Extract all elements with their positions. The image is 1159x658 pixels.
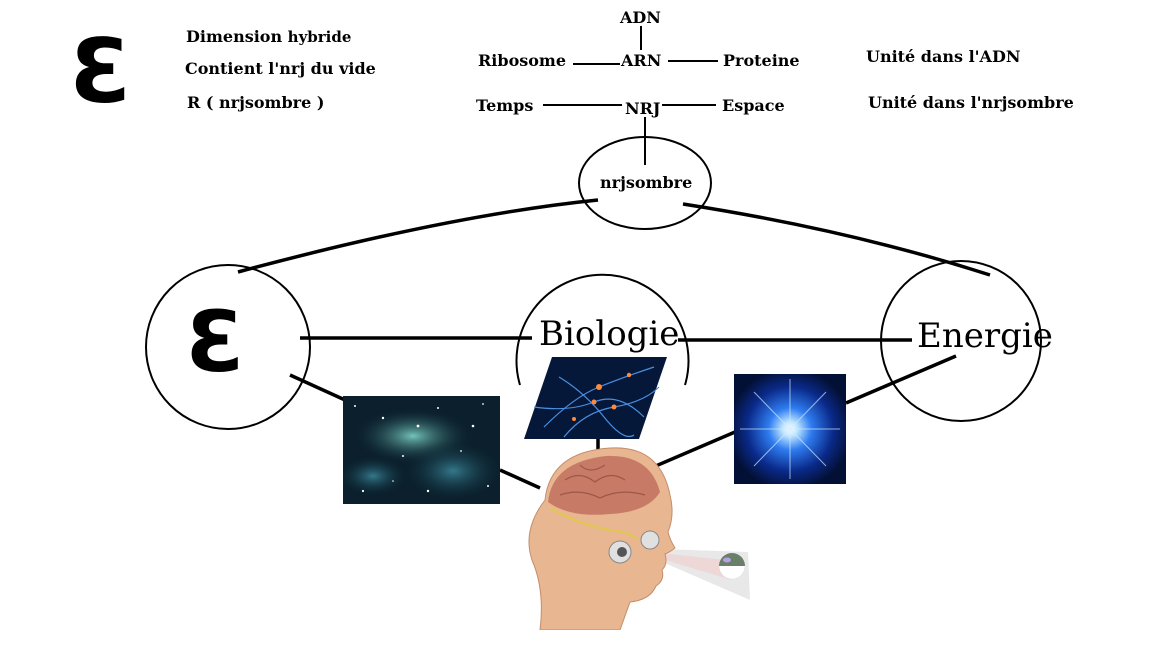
left-nebula-connector bbox=[289, 373, 346, 402]
legend-line-3: R ( nrjsombre ) bbox=[187, 93, 325, 112]
left-circle bbox=[145, 264, 311, 430]
nrjsombre-label: nrjsombre bbox=[600, 173, 693, 192]
arn-label: ARN bbox=[621, 51, 662, 70]
nrjsombre-circle bbox=[578, 136, 712, 230]
biologie-label: Biologie bbox=[539, 314, 680, 354]
unit-adn-label: Unité dans l'ADN bbox=[866, 47, 1021, 66]
energie-burst-connector bbox=[845, 354, 957, 405]
nrj-label: NRJ bbox=[625, 99, 661, 118]
adn-label: ADN bbox=[620, 8, 661, 27]
blue-light-burst-image bbox=[734, 374, 846, 484]
unit-nrjsombre-label: Unité dans l'nrjsombre bbox=[868, 93, 1074, 112]
nebula-image bbox=[343, 396, 500, 504]
legend-line-2: Contient l'nrj du vide bbox=[185, 59, 376, 78]
nrjsombre-right-arc bbox=[682, 202, 991, 277]
ribosome-label: Ribosome bbox=[478, 51, 567, 70]
legend-dimension-label: Dimension bbox=[186, 27, 283, 46]
dimension-symbol: Ɛ bbox=[70, 20, 132, 123]
proteine-label: Proteine bbox=[723, 51, 800, 70]
left-node-symbol: Ɛ bbox=[186, 293, 245, 391]
legend-line-1: Dimension hybride bbox=[186, 27, 351, 46]
human-head-brain-image bbox=[510, 440, 760, 630]
nrjsombre-left-arc bbox=[237, 198, 599, 274]
neuron-network-image bbox=[524, 357, 667, 439]
legend-hybride-label: hybride bbox=[287, 28, 352, 46]
energie-label: Energie bbox=[917, 316, 1053, 356]
temps-label: Temps bbox=[476, 96, 534, 115]
nebula-head-connector bbox=[499, 468, 541, 490]
espace-label: Espace bbox=[722, 96, 785, 115]
